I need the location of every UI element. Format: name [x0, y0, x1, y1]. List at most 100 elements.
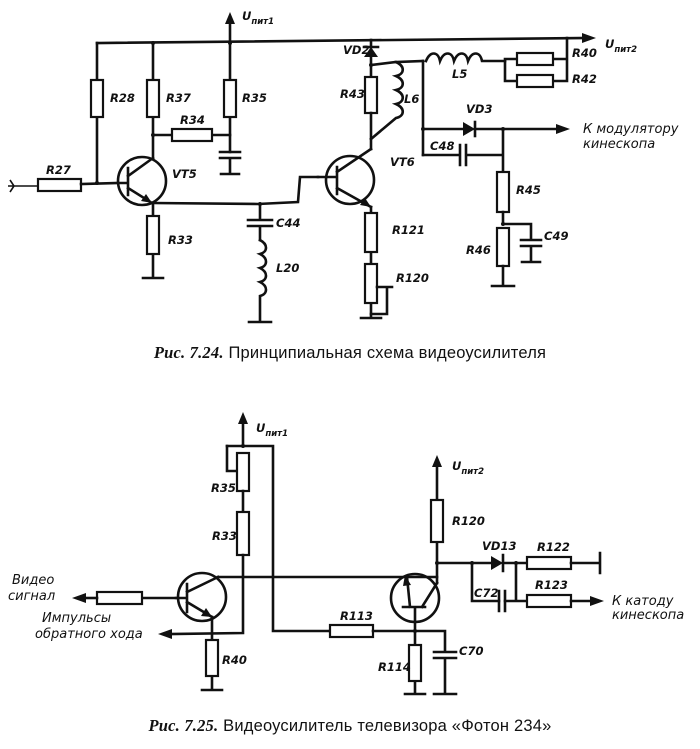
- label-R120-2: R120: [452, 514, 485, 528]
- figure-7-25-schematic: Uпит1 R35 R33 R40 Видео сигнал Импульсы …: [8, 412, 684, 696]
- figure-7-24-schematic: Uпит1 Uпит2 R28 R37 R34 R35 R27 VT5: [8, 9, 679, 324]
- label-L20: L20: [276, 261, 299, 275]
- label-L6: L6: [404, 92, 419, 106]
- caption-number: Рис. 7.25.: [148, 716, 219, 735]
- label-R42: R42: [572, 72, 597, 86]
- label-R35-2: R35: [211, 481, 236, 495]
- label-VD13: VD13: [482, 539, 516, 553]
- diode-VD13: [491, 556, 503, 570]
- caption-text: Видеоусилитель телевизора «Фотон 234»: [218, 717, 552, 735]
- caption-text: Принципиальная схема видеоусилителя: [223, 344, 547, 362]
- label-R113: R113: [340, 609, 373, 623]
- resistor-R34: [170, 127, 214, 143]
- output-note-line1: К модулятору: [583, 122, 679, 137]
- input-terminal-icon: [8, 179, 38, 193]
- output-note2-line2: кинескопа: [612, 608, 684, 623]
- label-R35: R35: [242, 91, 267, 105]
- label-C44: C44: [276, 216, 300, 230]
- output-arrow-icon-2: [590, 596, 604, 606]
- diode-VD3: [463, 122, 475, 136]
- label-R46: R46: [466, 243, 491, 257]
- pulse-arrow-icon: [158, 629, 172, 639]
- label-R122: R122: [537, 540, 570, 554]
- label-R37: R37: [166, 91, 191, 105]
- resistor-R28: [89, 78, 105, 119]
- resistor-R120-2: [429, 498, 445, 544]
- label-R27: R27: [46, 163, 71, 177]
- label-C48: C48: [430, 139, 454, 153]
- resistor-R43: [363, 75, 379, 115]
- label-R121: R121: [392, 223, 425, 237]
- supply1-arrow-icon: [225, 12, 235, 24]
- resistor-input: [95, 590, 144, 606]
- label-VT5: VT5: [172, 167, 197, 181]
- label-VT6: VT6: [390, 155, 415, 169]
- pulse-note-line2: обратного хода: [35, 627, 143, 642]
- inductor-L5: [424, 52, 507, 66]
- potentiometer-R35: [235, 451, 251, 493]
- diode-VD2: [364, 47, 378, 57]
- resistor-R42: [515, 73, 555, 89]
- supply2-label: Uпит2: [605, 37, 637, 55]
- label-R123: R123: [535, 578, 568, 592]
- capacitor-R35-bypass: [218, 150, 242, 176]
- resistor-R46: [495, 226, 511, 268]
- capacitor-C48: [421, 127, 505, 174]
- label-R120: R120: [396, 271, 429, 285]
- supply2-arrow-icon: [582, 33, 596, 43]
- label-R114: R114: [378, 660, 411, 674]
- label-R40: R40: [572, 46, 597, 60]
- caption-number: Рис. 7.24.: [153, 343, 224, 362]
- caption-fig-7-24: Рис. 7.24. Принципиальная схема видеоуси…: [0, 343, 700, 363]
- inductor-L20: [247, 238, 273, 324]
- transistor-VT6: [316, 147, 376, 209]
- resistor-R122: [525, 555, 573, 571]
- video-note-line1: Видео: [12, 573, 54, 588]
- label-R40-2: R40: [222, 653, 247, 667]
- label-R28: R28: [110, 91, 135, 105]
- supply1-label-2: Uпит1: [256, 421, 288, 439]
- supply2-label-2: Uпит2: [452, 459, 484, 477]
- label-R34: R34: [180, 113, 205, 127]
- video-arrow-icon: [72, 593, 86, 603]
- supply-rail: [95, 36, 592, 45]
- output-note-line2: кинескопа: [583, 137, 655, 152]
- label-C72: C72: [474, 586, 498, 600]
- label-C70: C70: [459, 644, 483, 658]
- capacitor-C70: [371, 629, 458, 696]
- caption-fig-7-25: Рис. 7.25. Видеоусилитель телевизора «Фо…: [0, 716, 700, 736]
- supply1-label: Uпит1: [242, 9, 274, 27]
- label-R33: R33: [168, 233, 193, 247]
- resistor-R33: [145, 214, 161, 256]
- video-note-line2: сигнал: [8, 589, 55, 604]
- resistor-R113: [328, 623, 375, 639]
- resistor-R33-2: [235, 510, 251, 557]
- label-VD2: VD2: [343, 43, 369, 57]
- capacitor-C72: [497, 553, 507, 613]
- capacitor-C49: [501, 210, 543, 264]
- transistor-VT5: [116, 155, 168, 207]
- resistor-R114: [407, 643, 423, 683]
- potentiometer-R120: [363, 262, 379, 305]
- pulse-note-line1: Импульсы: [42, 611, 111, 626]
- supply1-arrow-icon: [238, 412, 248, 424]
- resistor-R27: [36, 177, 83, 193]
- resistor-R35: [222, 78, 238, 119]
- inductor-L6: [369, 60, 405, 141]
- resistor-R45: [495, 170, 511, 214]
- label-R33-2: R33: [212, 529, 237, 543]
- resistor-R123: [525, 593, 573, 609]
- label-R43: R43: [340, 87, 365, 101]
- label-C49: C49: [544, 229, 568, 243]
- resistor-R121: [363, 211, 379, 254]
- output-note2-line1: К катоду: [612, 594, 674, 609]
- label-R45: R45: [516, 183, 541, 197]
- resistor-R37: [145, 78, 161, 119]
- transistor-left: [174, 571, 228, 623]
- transistor-right: [389, 572, 441, 624]
- resistor-R40: [515, 51, 555, 67]
- label-VD3: VD3: [466, 102, 492, 116]
- supply2-arrow-icon: [432, 455, 442, 467]
- label-L5: L5: [452, 67, 467, 81]
